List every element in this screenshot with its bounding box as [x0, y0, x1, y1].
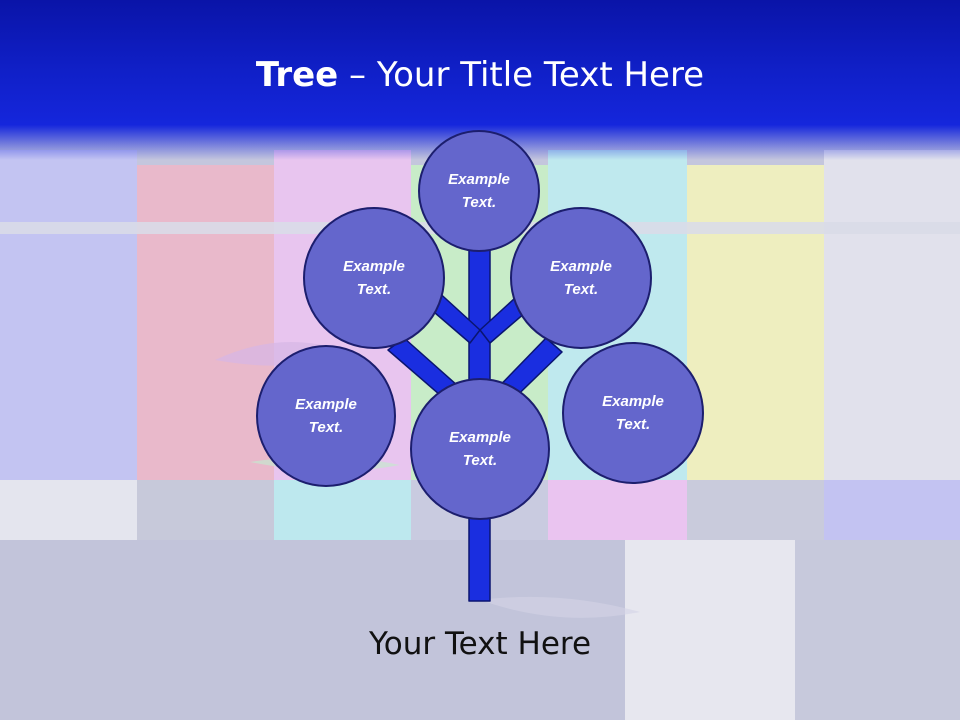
tree-node-label: Example Text.: [448, 171, 510, 211]
tree-node-center: Example Text.: [410, 378, 550, 520]
tree-node-label: Example Text.: [295, 396, 357, 436]
tree-node-lower-left: Example Text.: [256, 345, 396, 487]
title-bold-text: Tree: [255, 55, 339, 95]
tree-node-label: Example Text.: [449, 429, 511, 469]
caption-text: Your Text Here: [368, 626, 592, 662]
tree-node-lower-right: Example Text.: [562, 342, 704, 484]
tree-node-label: Example Text.: [602, 393, 664, 433]
tree-node-top: Example Text.: [418, 130, 540, 252]
tree-node-upper-right: Example Text.: [510, 207, 652, 349]
tree-node-upper-left: Example Text.: [303, 207, 445, 349]
tree-node-label: Example Text.: [343, 258, 405, 298]
slide-title: Tree – Your Title Text Here: [0, 50, 960, 100]
title-rest-text: – Your Title Text Here: [338, 55, 705, 95]
tree-node-label: Example Text.: [550, 258, 612, 298]
